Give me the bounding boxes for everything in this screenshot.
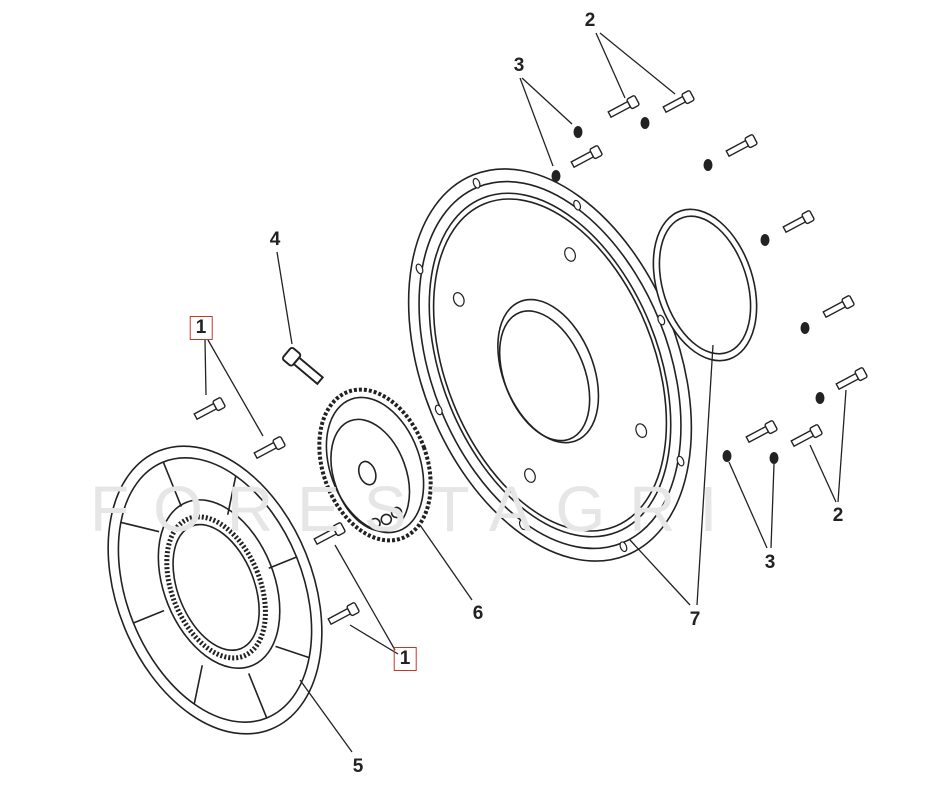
callout-1-top: 1 bbox=[189, 316, 213, 340]
callout-2-right: 2 bbox=[832, 505, 844, 526]
callout-6: 6 bbox=[472, 603, 484, 624]
callout-2-top: 2 bbox=[584, 10, 596, 31]
callout-3-right: 3 bbox=[764, 552, 776, 573]
leader-lines bbox=[204, 32, 847, 753]
part-5-ring-gear-carrier bbox=[107, 445, 323, 735]
part-6-gear bbox=[317, 387, 433, 543]
callout-5: 5 bbox=[352, 756, 364, 777]
watermark: FORESTAGRI bbox=[90, 473, 742, 545]
callout-7: 7 bbox=[689, 609, 701, 630]
callout-4: 4 bbox=[269, 229, 281, 250]
callout-3-top: 3 bbox=[513, 55, 525, 76]
part-4-screw bbox=[280, 345, 327, 388]
callout-1-bottom: 1 bbox=[393, 647, 417, 671]
part-7-flange-plate bbox=[407, 168, 693, 562]
part-7-o-ring bbox=[652, 208, 758, 362]
